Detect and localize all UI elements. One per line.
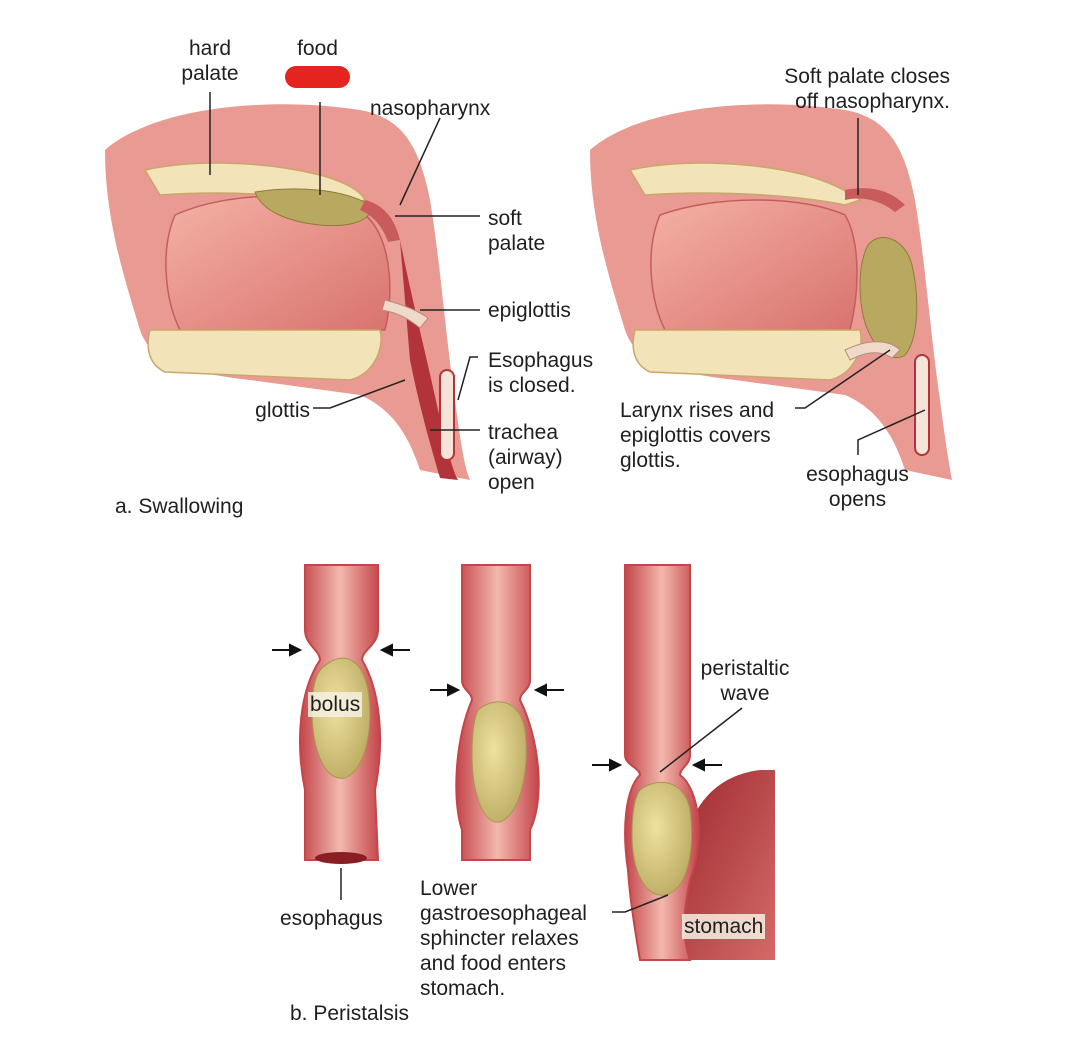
label-esophagus-b: esophagus xyxy=(280,907,383,930)
soft-palate-raised xyxy=(845,188,905,212)
arrow-tube3-right xyxy=(691,758,722,772)
epiglottis-right xyxy=(844,341,901,361)
tube-2 xyxy=(455,564,540,861)
epiglottis xyxy=(381,299,429,329)
leader-peristaltic-wave xyxy=(659,707,743,773)
tube-3-bolus xyxy=(631,781,693,896)
leader-glottis xyxy=(313,379,406,409)
label-nasopharynx: nasopharynx xyxy=(370,97,491,120)
label-soft-palate-closes: Soft palate closes off nasopharynx. xyxy=(784,65,950,113)
head-section-left xyxy=(105,66,470,481)
tube-2-bolus xyxy=(471,701,527,823)
label-stomach: stomach xyxy=(682,914,766,939)
leader-esophagus-closed xyxy=(457,356,478,401)
label-trachea: trachea (airway) open xyxy=(488,421,563,494)
arrow-tube1-right xyxy=(379,643,410,657)
label-glottis: glottis xyxy=(255,399,310,422)
label-esophagus-opens: esophagus opens xyxy=(806,463,909,511)
soft-palate xyxy=(360,200,400,242)
tube-1-lumen xyxy=(315,852,367,864)
mandible-right xyxy=(632,329,862,381)
leader-lines-a xyxy=(209,92,926,455)
label-food: food xyxy=(297,37,338,60)
label-sphincter-note: Lower gastroesophageal sphincter relaxes… xyxy=(420,877,587,1000)
arrow-tube2-left xyxy=(430,683,461,697)
food-bolus-right xyxy=(859,237,918,359)
stomach xyxy=(680,770,775,960)
constriction-arrows xyxy=(272,643,722,772)
label-hard-palate: hard palate xyxy=(181,37,239,85)
label-epiglottis: epiglottis xyxy=(488,299,571,322)
label-peristaltic-wave: peristaltic wave xyxy=(700,657,790,705)
pharynx-tube xyxy=(400,240,458,480)
food-marker xyxy=(285,66,350,88)
label-soft-palate: soft palate xyxy=(488,207,546,255)
leader-esophagus-opens xyxy=(857,409,926,455)
arrow-tube3-left xyxy=(592,758,623,772)
arrow-tube2-right xyxy=(533,683,564,697)
mandible xyxy=(147,329,382,381)
arrow-tube1-left xyxy=(272,643,303,657)
label-larynx-rises: Larynx rises and epiglottis covers glott… xyxy=(620,399,775,472)
head-section-right xyxy=(590,104,952,481)
tube-1-bolus xyxy=(311,657,371,779)
leader-nasopharynx xyxy=(399,117,441,206)
caption-peristalsis: b. Peristalsis xyxy=(290,1002,410,1025)
tongue-right xyxy=(650,199,858,331)
tube-3-and-stomach xyxy=(624,564,775,961)
caption-swallowing: a. Swallowing xyxy=(115,495,244,518)
label-bolus: bolus xyxy=(308,692,363,717)
leader-lines-b xyxy=(340,707,743,913)
trachea-left xyxy=(439,369,455,461)
leader-sphincter xyxy=(612,894,669,913)
esophagus-right xyxy=(914,354,930,456)
leader-larynx xyxy=(795,349,891,409)
food-mass xyxy=(254,188,372,227)
label-esophagus-closed: Esophagus is closed. xyxy=(488,349,594,397)
